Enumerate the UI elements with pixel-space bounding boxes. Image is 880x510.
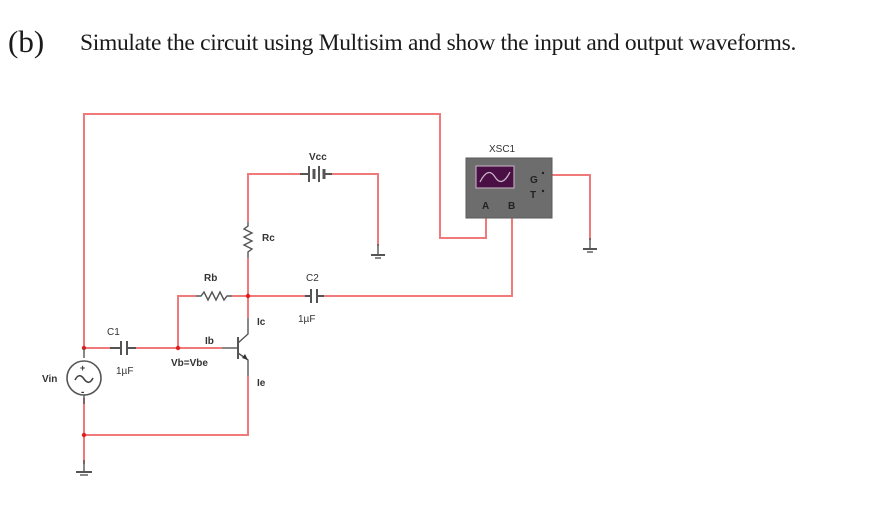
ac-source-icon: + - — [66, 348, 102, 404]
oscilloscope-xsc1[interactable]: A B G T — [465, 157, 553, 219]
vin-label: Vin — [42, 374, 57, 385]
wire-c2-to-scope-b — [322, 210, 513, 297]
vb-label: Vb=Vbe — [171, 358, 208, 369]
ground-icon-scope — [583, 238, 597, 253]
ground-icon-input — [76, 460, 92, 476]
svg-text:-: - — [81, 387, 84, 398]
wire-input-to-scope-a — [83, 113, 487, 348]
scope-terminal-b[interactable]: B — [508, 201, 515, 212]
wire-scope-g-ground — [552, 174, 591, 240]
rc-label: Rc — [262, 233, 275, 244]
node-base — [175, 345, 181, 351]
oscilloscope-label: XSC1 — [489, 144, 516, 155]
wire-vcc-left — [247, 173, 300, 222]
npn-transistor-icon — [222, 318, 249, 376]
node-ground-return — [81, 432, 87, 438]
ie-label: Ie — [257, 378, 266, 389]
question-label: (b) — [8, 24, 45, 59]
rc-resistor-icon — [242, 222, 254, 258]
c2-capacitor-icon — [305, 289, 324, 303]
c1-value: 1µF — [116, 366, 133, 377]
scope-terminal-t[interactable]: T — [530, 190, 536, 201]
wire-emitter-return — [84, 376, 249, 436]
wires — [83, 113, 591, 464]
wire-vcc-right — [330, 173, 379, 246]
c1-label: C1 — [107, 327, 120, 338]
c1-capacitor-icon — [110, 341, 136, 355]
sine-wave-icon — [479, 171, 511, 183]
ib-label: Ib — [205, 336, 214, 347]
rb-label: Rb — [204, 273, 217, 284]
ground-icon-vcc — [371, 244, 385, 259]
wire-rb-left — [177, 295, 196, 348]
node-collector — [245, 293, 251, 299]
scope-terminal-g[interactable]: G — [530, 175, 538, 186]
rb-resistor-icon — [196, 290, 232, 302]
scope-terminal-a[interactable]: A — [482, 201, 489, 212]
c2-value: 1µF — [298, 314, 315, 325]
vcc-label: Vcc — [309, 152, 327, 163]
question-text: Simulate the circuit using Multisim and … — [80, 30, 797, 56]
c2-label: C2 — [306, 273, 319, 284]
ic-label: Ic — [257, 317, 266, 328]
svg-text:+: + — [80, 363, 85, 373]
vcc-battery-icon — [300, 166, 332, 182]
